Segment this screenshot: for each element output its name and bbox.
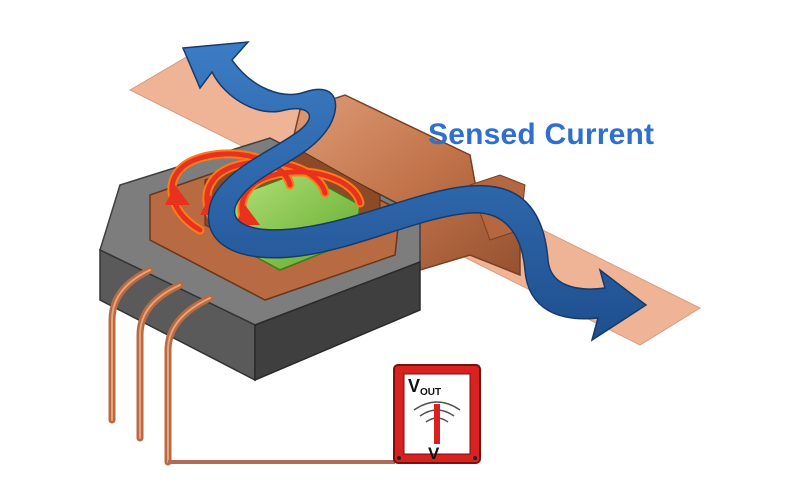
voltmeter-icon bbox=[393, 364, 481, 464]
arrow-icon bbox=[181, 41, 648, 342]
sensed-current-label: Sensed Current bbox=[428, 118, 655, 151]
lead-pin-highlight bbox=[111, 269, 211, 463]
voltmeter-title: VOUT bbox=[408, 376, 441, 398]
voltmeter-out-subscript: OUT bbox=[420, 387, 442, 398]
voltmeter-v-label: V bbox=[408, 376, 421, 396]
voltmeter-unit-label: V bbox=[428, 444, 440, 463]
